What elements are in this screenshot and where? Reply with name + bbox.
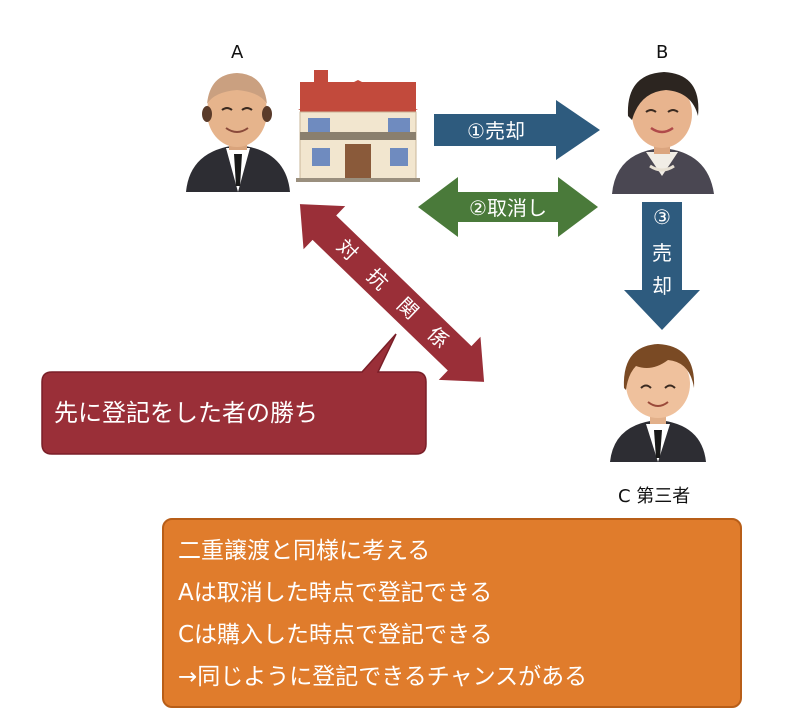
person-a-label: A: [231, 42, 244, 63]
cancel-arrow: ②取消し: [418, 177, 598, 237]
sale-arrow: ①売却: [434, 100, 600, 160]
third-sale-char-2: 売: [652, 241, 672, 265]
sale-arrow-label: ①売却: [467, 119, 525, 143]
third-sale-char-1: ③: [653, 205, 671, 229]
explanation-note: 二重譲渡と同様に考える Aは取消した時点で登記できる Cは購入した時点で登記でき…: [162, 518, 742, 708]
winner-callout-text: 先に登記をした者の勝ち: [54, 399, 318, 427]
person-a-avatar: [186, 73, 290, 192]
cancel-arrow-label: ②取消し: [469, 196, 547, 220]
note-line-4: →同じように登記できるチャンスがある: [178, 664, 588, 690]
house-icon: [296, 70, 420, 182]
person-c-label: C 第三者: [618, 486, 691, 507]
note-line-2: Aは取消した時点で登記できる: [178, 580, 493, 606]
person-c-avatar: [610, 344, 706, 462]
third-sale-arrow: ③ 売 却: [624, 202, 700, 330]
person-b-avatar: [612, 72, 714, 194]
note-line-1: 二重譲渡と同様に考える: [178, 538, 431, 564]
third-sale-char-3: 却: [652, 274, 672, 298]
person-b-label: B: [656, 42, 669, 63]
winner-callout: 先に登記をした者の勝ち: [41, 333, 427, 455]
opposition-arrow: 対 抗 関 係: [299, 204, 485, 382]
note-line-3: Cは購入した時点で登記できる: [178, 622, 493, 648]
